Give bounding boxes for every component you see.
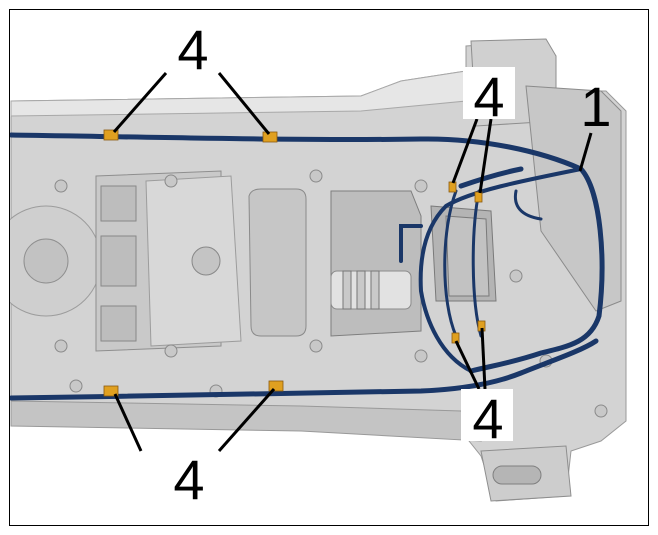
clip-bottom-left — [103, 385, 119, 397]
clip-bottom-mid — [268, 380, 284, 392]
diagram-frame: 4 4 1 4 4 — [9, 9, 649, 526]
harness-clips — [103, 129, 486, 397]
clip-right-upper-b — [474, 191, 483, 203]
callout-4-right-lower: 4 — [472, 387, 503, 450]
callout-4-top: 4 — [177, 18, 208, 81]
clip-top-left — [103, 129, 119, 141]
callout-4-bottom: 4 — [173, 448, 204, 511]
callout-4-right-upper: 4 — [473, 65, 504, 128]
vehicle-underbody-illustration: 4 4 1 4 4 — [10, 18, 627, 511]
callout-1: 1 — [580, 75, 611, 138]
clip-top-mid — [262, 131, 278, 143]
callout-bg-right-lower — [461, 389, 513, 441]
leader-lines — [112, 72, 593, 452]
clip-right-upper-a — [448, 181, 457, 193]
underbody-panel — [10, 38, 627, 502]
callout-bg-right-upper — [463, 67, 515, 119]
